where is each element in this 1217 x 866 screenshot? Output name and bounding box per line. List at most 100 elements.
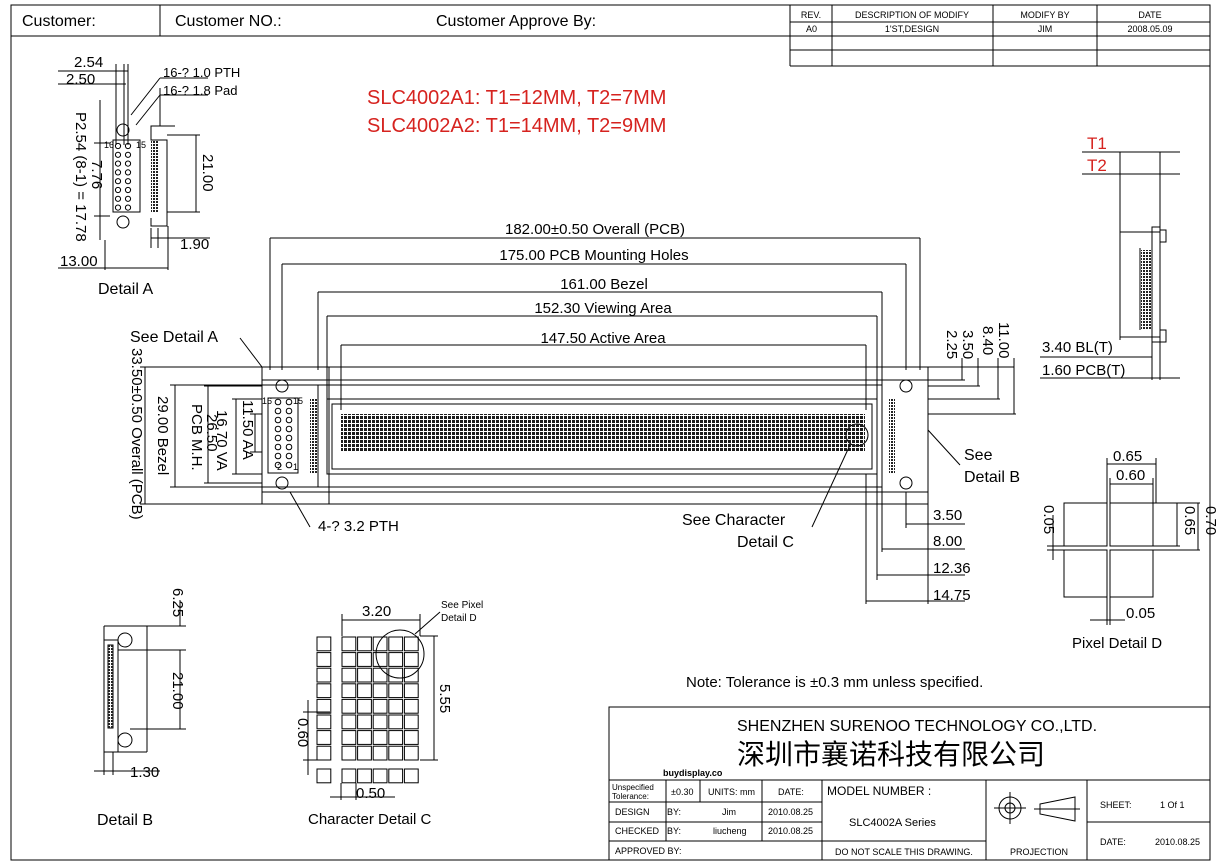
char-pixel — [388, 698, 404, 714]
main-pin15: 15 — [293, 396, 303, 406]
char-pixel — [316, 652, 332, 667]
char-pixel — [388, 714, 404, 730]
char-pixel — [388, 652, 404, 667]
see-detail-c-line2: Detail C — [737, 534, 794, 551]
char-pixel — [403, 714, 419, 730]
char-pixel — [357, 745, 372, 761]
char-pixel — [316, 730, 332, 745]
pin-pad — [274, 407, 282, 415]
rev-col-rev: REV. — [801, 10, 821, 20]
customer-approve-label: Customer Approve By: — [436, 13, 596, 30]
site-text: buydisplay.co — [663, 768, 723, 778]
tb-tolerance: Tolerance: — [612, 792, 649, 801]
rev-cell-desc: 1'ST,DESIGN — [885, 24, 939, 34]
pin-pad — [124, 178, 132, 185]
main-vertical-dims — [140, 337, 1016, 604]
char-pixel — [403, 698, 419, 714]
main-dimensions — [269, 237, 921, 410]
dim-v-bezel: 29.00 Bezel — [154, 396, 171, 475]
char-pixel — [341, 745, 357, 761]
dim-v-overall: 33.50±0.50 Overall (PCB) — [128, 348, 145, 520]
pixel-d-065-right: 0.65 — [1181, 506, 1198, 535]
see-detail-a: See Detail A — [130, 329, 218, 346]
main-pin1: 1 — [293, 462, 298, 472]
char-pixel — [357, 698, 372, 714]
pin-pad — [285, 461, 293, 469]
customer-no-label: Customer NO.: — [175, 13, 282, 30]
detail-a-254: 2.54 — [74, 54, 103, 71]
pixel-d-060: 0.60 — [1116, 467, 1145, 484]
detail-a-190: 1.90 — [180, 236, 209, 253]
char-pixel — [357, 714, 372, 730]
pixel-d-005-bottom: 0.05 — [1126, 605, 1155, 622]
char-pixel — [372, 636, 388, 652]
char-pixel — [403, 730, 419, 745]
main-pins — [274, 398, 293, 469]
char-pixel — [341, 714, 357, 730]
main-pin16: 16 — [262, 396, 272, 406]
tb-projection: PROJECTION — [1010, 847, 1068, 857]
char-pixel — [372, 745, 388, 761]
character-detail-c-grid — [316, 636, 419, 784]
pin-pad — [124, 151, 132, 158]
detail-b-title: Detail B — [97, 812, 153, 829]
dim-mounting: 175.00 PCB Mounting Holes — [499, 247, 688, 264]
char-pixel — [372, 652, 388, 667]
tb-tol-val: ±0.30 — [671, 787, 693, 797]
tb-design-date: 2010.08.25 — [768, 807, 813, 817]
char-pixel — [341, 698, 357, 714]
char-pixel — [341, 636, 357, 652]
char-pixel — [388, 636, 404, 652]
main-connector-right — [889, 398, 895, 473]
detail-c-see-pixel-2: Detail D — [441, 613, 477, 624]
char-pixel — [388, 730, 404, 745]
customer-label: Customer: — [22, 13, 96, 30]
detail-a-pins — [114, 142, 132, 211]
rev-col-by: MODIFY BY — [1020, 10, 1069, 20]
char-pixel — [316, 683, 332, 699]
pin-pad — [114, 169, 122, 176]
pixel-d-005-left: 0.05 — [1040, 505, 1057, 534]
char-pixel — [403, 683, 419, 699]
tb-sheet-val: 1 Of 1 — [1160, 800, 1185, 810]
pin-pad — [124, 204, 132, 211]
char-pixel — [316, 698, 332, 714]
pin-pad — [114, 204, 122, 211]
dim-v-aa: 11.50 AA — [239, 400, 256, 460]
char-pixel — [341, 667, 357, 683]
char-pixel — [403, 768, 419, 784]
char-pixel — [357, 768, 372, 784]
pin-pad — [114, 160, 122, 167]
side-t1: T1 — [1087, 134, 1107, 153]
tolerance-note: Note: Tolerance is ±0.3 mm unless specif… — [686, 674, 983, 691]
rev-cell-by: JIM — [1038, 24, 1053, 34]
detail-a-776: 7.76 — [88, 160, 105, 189]
side-view — [1040, 151, 1180, 380]
pin-pad — [274, 443, 282, 451]
detail-b-2100: 21.00 — [169, 672, 186, 710]
char-pixel — [316, 667, 332, 683]
model-line-2: SLC4002A2: T1=14MM, T2=9MM — [367, 115, 666, 137]
tb-date2-val: 2010.08.25 — [1155, 837, 1200, 847]
projection-symbol — [994, 792, 1080, 824]
detail-c-060: 0.60 — [294, 718, 311, 747]
rev-cell-date: 2008.05.09 — [1127, 24, 1172, 34]
dim-viewing: 152.30 Viewing Area — [534, 300, 672, 317]
char-pixel — [341, 730, 357, 745]
main-pin2: 2 — [277, 462, 282, 472]
char-pixel — [372, 698, 388, 714]
char-pixel — [403, 636, 419, 652]
tb-date-lbl: DATE: — [778, 787, 804, 797]
detail-a-250: 2.50 — [66, 71, 95, 88]
dim-v-va: 16.70 VA — [213, 410, 230, 471]
tb-by2: BY: — [667, 826, 681, 836]
tb-design-by: Jim — [722, 807, 736, 817]
see-detail-b-line2: Detail B — [964, 469, 1020, 486]
char-pixel — [372, 768, 388, 784]
dim-r-225: 2.25 — [943, 330, 960, 359]
tb-checked-by: liucheng — [713, 826, 747, 836]
pin-pad — [114, 142, 122, 150]
rev-col-desc: DESCRIPTION OF MODIFY — [855, 10, 969, 20]
side-bl: 3.40 BL(T) — [1042, 339, 1113, 356]
detail-b-130: 1.30 — [130, 764, 159, 781]
